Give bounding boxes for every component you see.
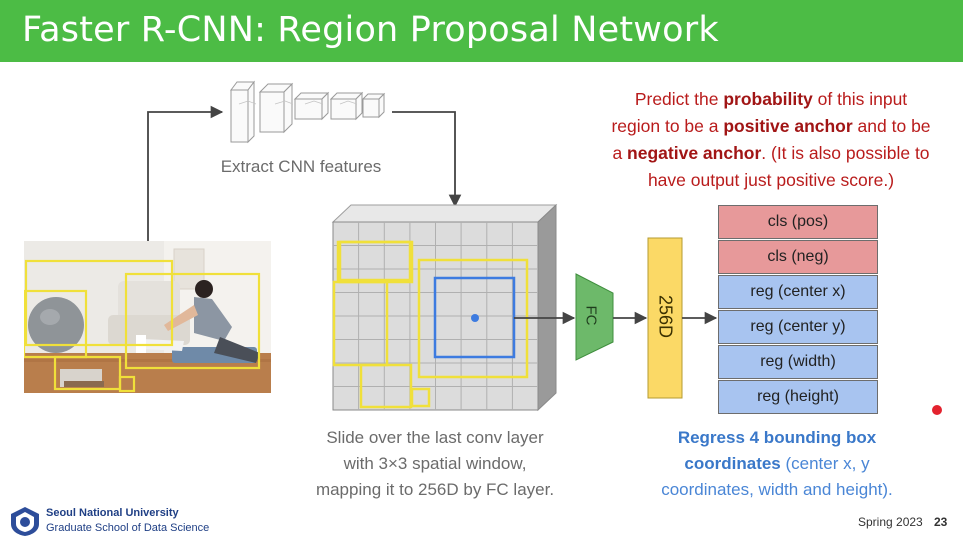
output-reg-center-y: reg (center y) (718, 310, 878, 344)
window-center (471, 314, 479, 322)
arrow-cnn-to-featuremap (392, 111, 462, 208)
university-emblem-icon (11, 507, 39, 536)
output-reg-center-x: reg (center x) (718, 275, 878, 309)
laser-pointer-dot-icon (932, 405, 942, 415)
regress-note: Regress 4 bounding box coordinates (cent… (661, 428, 893, 499)
fc-label: FC (582, 305, 600, 326)
input-image (24, 241, 271, 393)
probability-note: Predict the probability of this input re… (611, 89, 931, 190)
arrow-image-to-cnn (147, 105, 224, 241)
output-reg-height: reg (height) (718, 380, 878, 414)
fc-block (575, 273, 614, 361)
output-reg-width: reg (width) (718, 345, 878, 379)
sliding-window-caption: Slide over the last conv layer with 3×3 … (315, 428, 555, 499)
output-cls-neg: cls (neg) (718, 240, 878, 274)
slide-title: Faster R-CNN: Region Proposal Network (22, 10, 719, 50)
page-number: 23 (934, 515, 948, 529)
image-proposals (24, 259, 261, 393)
output-cls-pos: cls (pos) (718, 205, 878, 239)
dim-block (647, 237, 683, 399)
extract-features-label: Extract CNN features (220, 157, 382, 176)
featuremap-top-face (331, 204, 558, 223)
term-label: Spring 2023 (858, 515, 923, 529)
school-name: Graduate School of Data Science (46, 522, 210, 534)
cnn-layers (230, 80, 386, 144)
input-image-scene (24, 241, 271, 393)
dim-label: 256D (655, 294, 676, 339)
cnn-layer-details (238, 100, 358, 105)
featuremap-side-face (537, 203, 557, 412)
title-bar (0, 0, 963, 62)
university-name: Seoul National University (46, 507, 179, 519)
